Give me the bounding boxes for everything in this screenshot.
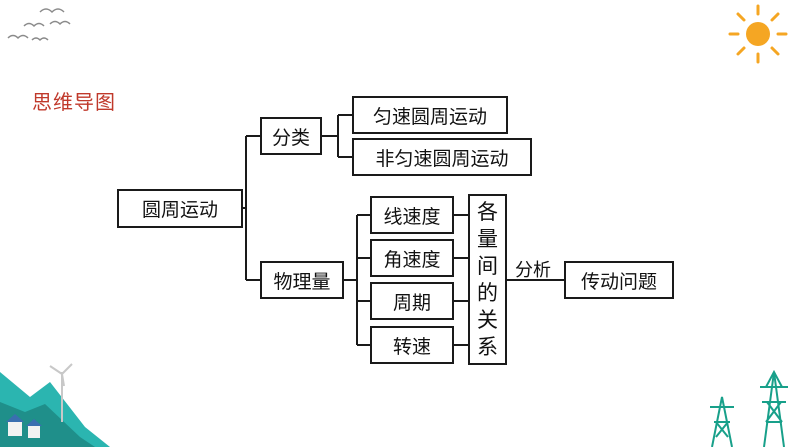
sun-icon: [728, 4, 788, 64]
landscape-decoration: [0, 363, 110, 447]
rotational-speed-node: 转速: [370, 326, 454, 364]
uniform-circular-motion-node: 匀速圆周运动: [352, 96, 508, 134]
power-tower-decoration: [710, 369, 788, 447]
relation-char: 量: [477, 226, 498, 251]
root-node: 圆周运动: [117, 189, 243, 228]
angular-velocity-node: 角速度: [370, 239, 454, 277]
relation-char: 间: [477, 253, 498, 278]
relation-node: 各 量 间 的 关 系: [468, 194, 507, 365]
relation-char: 关: [477, 307, 498, 332]
classification-node: 分类: [260, 117, 322, 155]
linear-velocity-node: 线速度: [370, 196, 454, 234]
relation-char: 各: [477, 199, 498, 224]
physical-quantities-node: 物理量: [260, 261, 344, 299]
birds-decoration: [7, 8, 71, 42]
nonuniform-circular-motion-node: 非匀速圆周运动: [352, 138, 532, 176]
relation-char: 的: [477, 280, 498, 305]
page-title: 思维导图: [32, 90, 116, 114]
relation-char: 系: [477, 334, 498, 359]
analysis-edge-label: 分析: [515, 260, 551, 281]
period-node: 周期: [370, 282, 454, 320]
transmission-problem-node: 传动问题: [564, 261, 674, 299]
